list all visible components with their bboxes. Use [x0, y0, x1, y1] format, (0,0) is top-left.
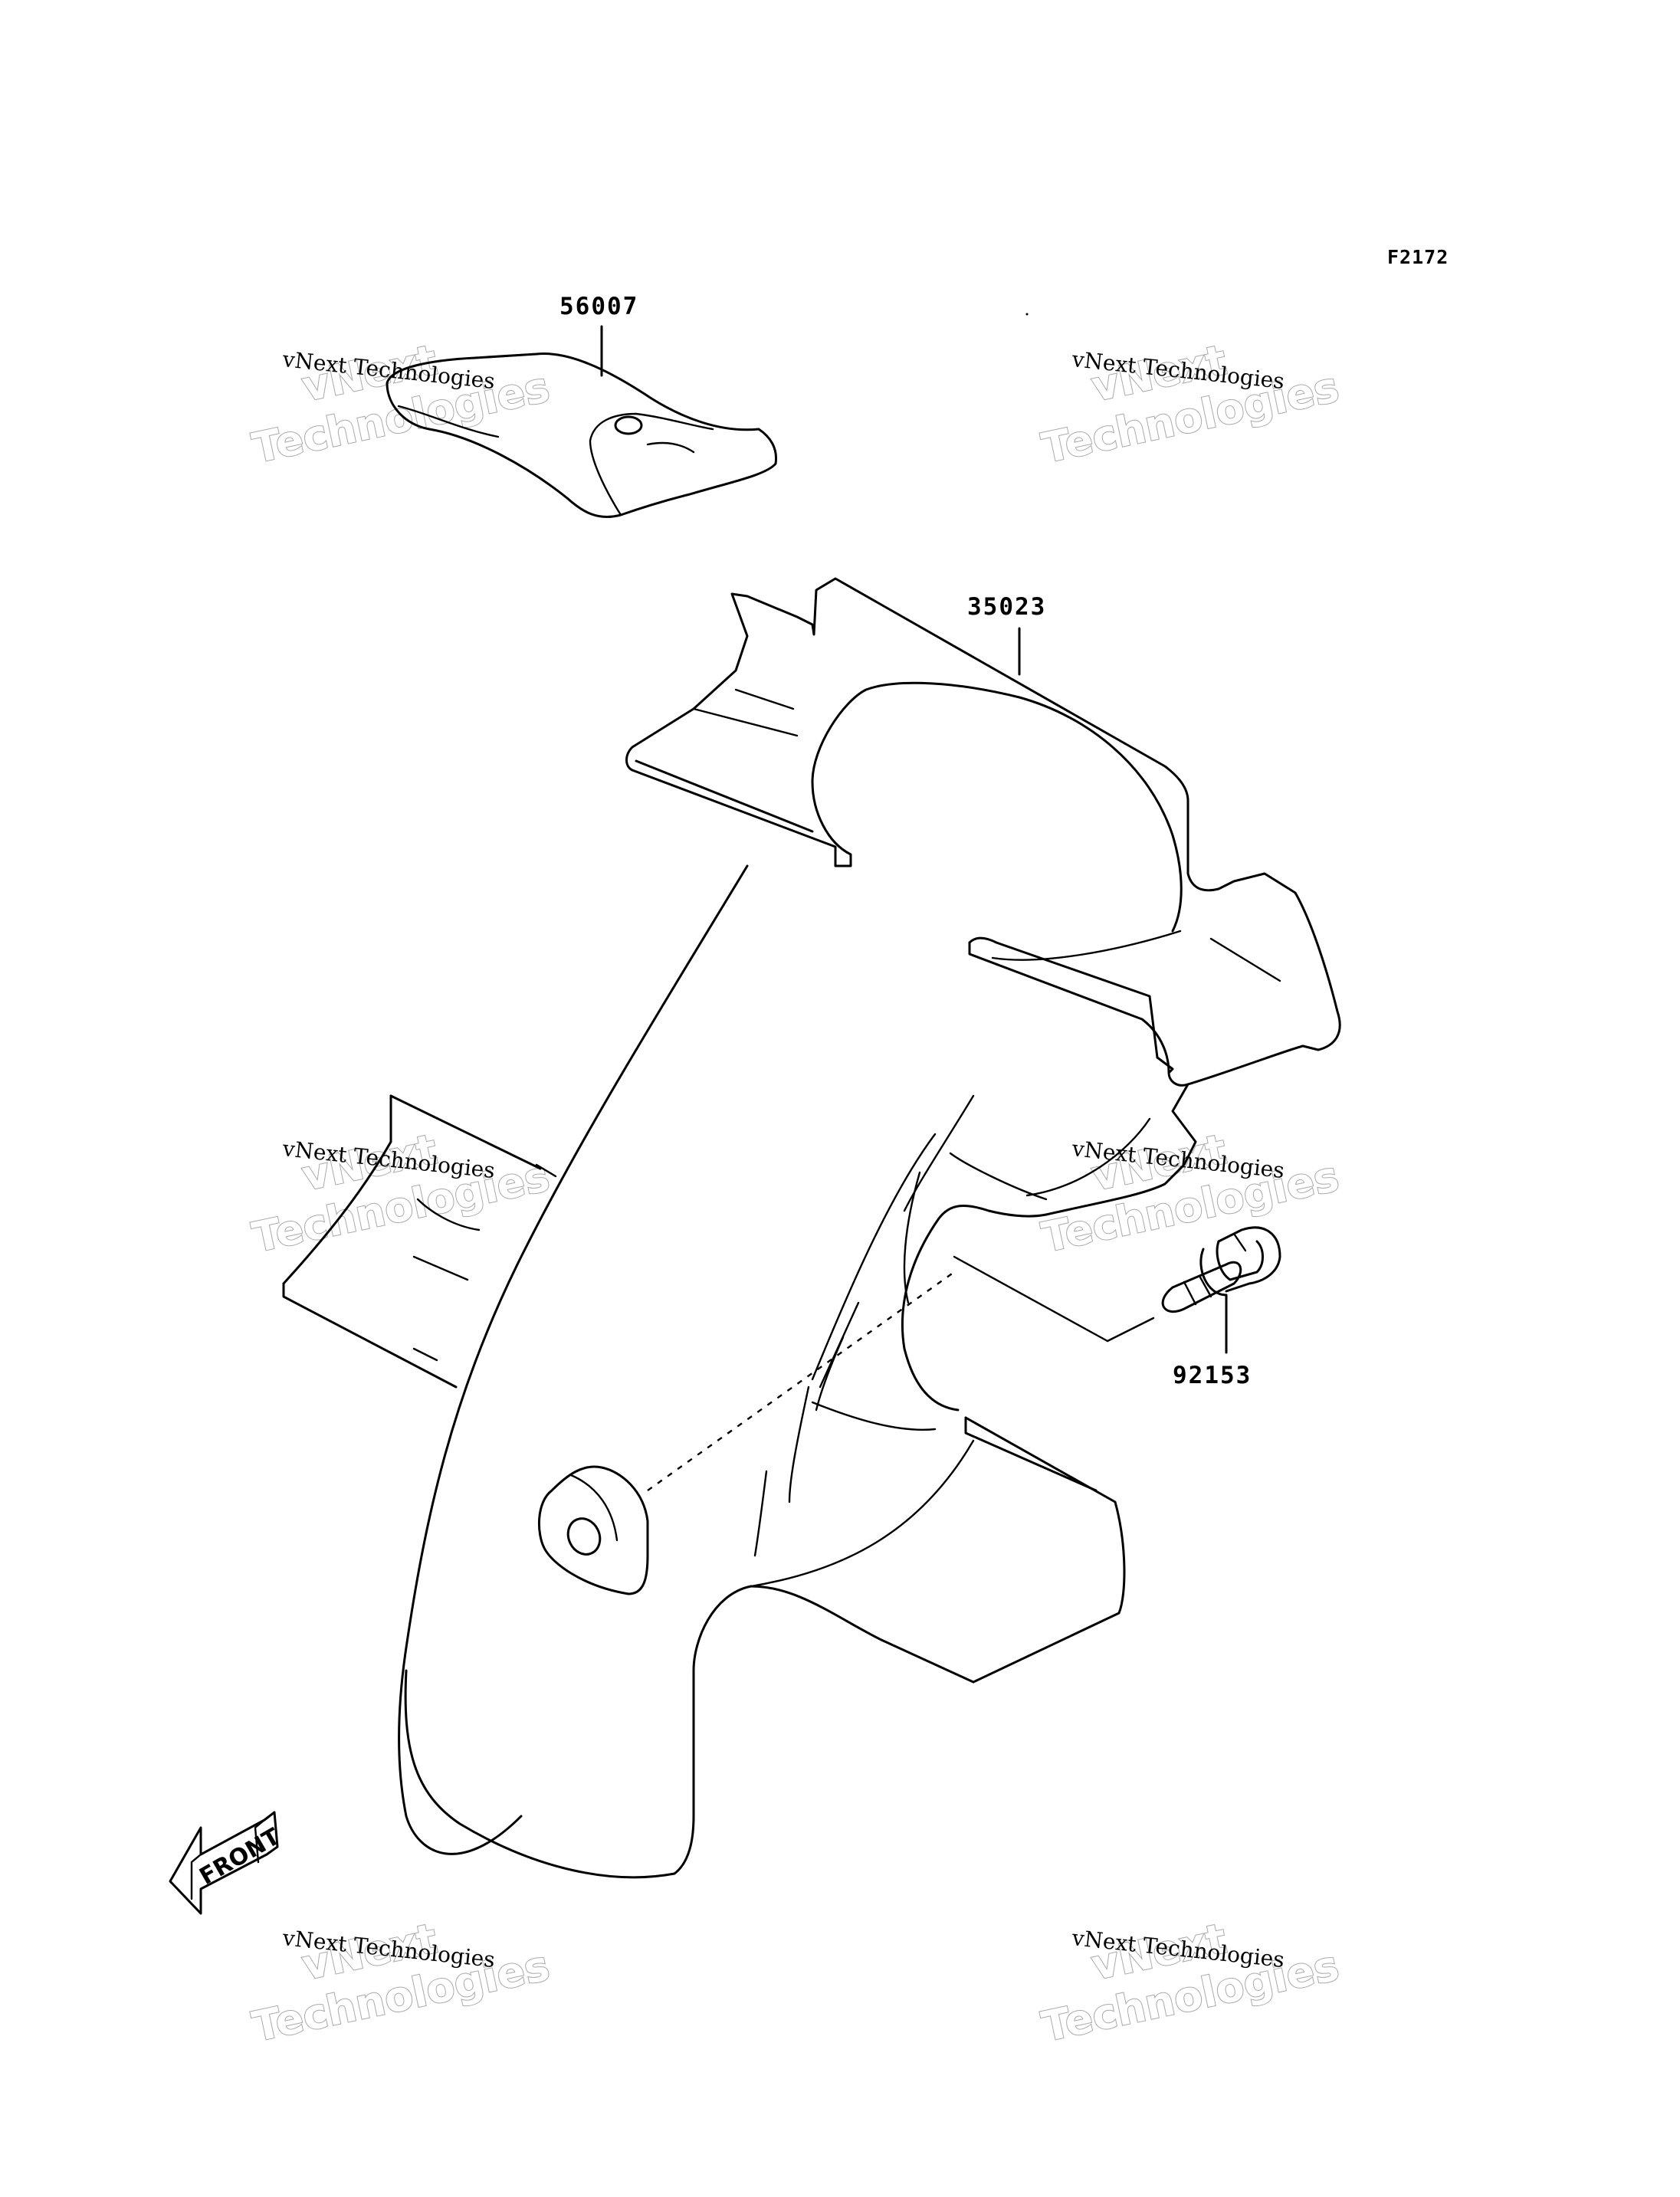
- part-92153-bolt: 92153: [1161, 1226, 1281, 1389]
- part-number-56007: 56007: [559, 293, 638, 320]
- part-number-92153: 92153: [1173, 1362, 1252, 1389]
- watermark-bottom-right: vNext Technologies: [1037, 1913, 1344, 2052]
- watermark-bottom-left: vNext Technologies: [248, 1913, 554, 2052]
- front-arrow-icon: FRONT: [169, 1811, 285, 1915]
- watermark-layer: vNext Technologies vNext Technologies vN…: [248, 335, 1344, 2052]
- watermark-mid-left: vNext Technologies: [248, 1124, 554, 1263]
- part-35023-cover: 35023: [282, 313, 1341, 1879]
- watermark-small-layer: vNext Technologies vNext Technologies vN…: [281, 346, 1285, 1972]
- installation-line: [647, 1255, 1155, 1491]
- part-number-35023: 35023: [967, 593, 1046, 621]
- watermark-top-right: vNext Technologies: [1037, 335, 1344, 474]
- watermark-top-left: vNext Technologies: [248, 335, 554, 474]
- part-56007-pad: 56007: [386, 293, 778, 519]
- figure-code: F2172: [1387, 246, 1449, 268]
